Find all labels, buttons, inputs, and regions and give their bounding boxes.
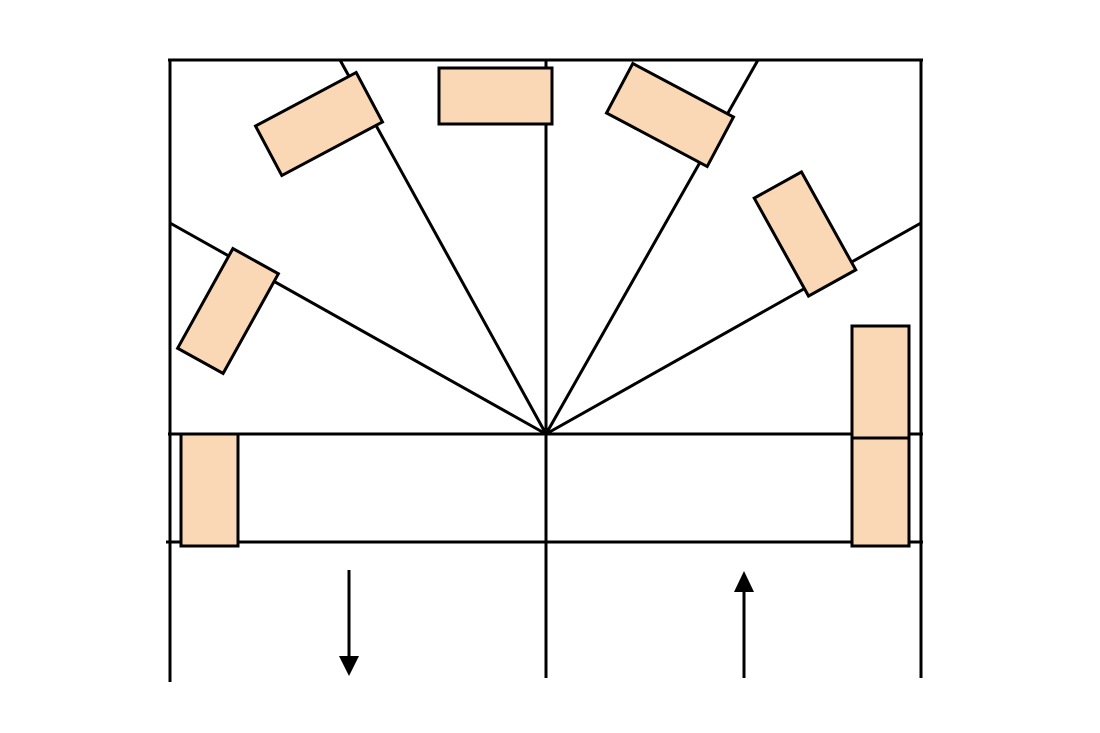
block-fan-left-high	[253, 70, 385, 178]
down-arrow-head	[339, 656, 359, 676]
block-right-upper	[850, 324, 911, 440]
block-fan-left-low	[175, 246, 281, 376]
arrows	[339, 570, 754, 678]
blocks	[175, 61, 911, 548]
spoke-right-low	[545, 221, 922, 436]
down-arrow-icon	[339, 570, 359, 676]
block-right-lower	[850, 436, 911, 548]
block-fan-right-high	[604, 61, 736, 169]
up-arrow-icon	[734, 571, 754, 678]
block-fan-top	[437, 66, 554, 126]
block-lane-left	[179, 432, 240, 548]
up-arrow-head	[734, 571, 754, 592]
block-fan-right-low	[752, 169, 858, 299]
